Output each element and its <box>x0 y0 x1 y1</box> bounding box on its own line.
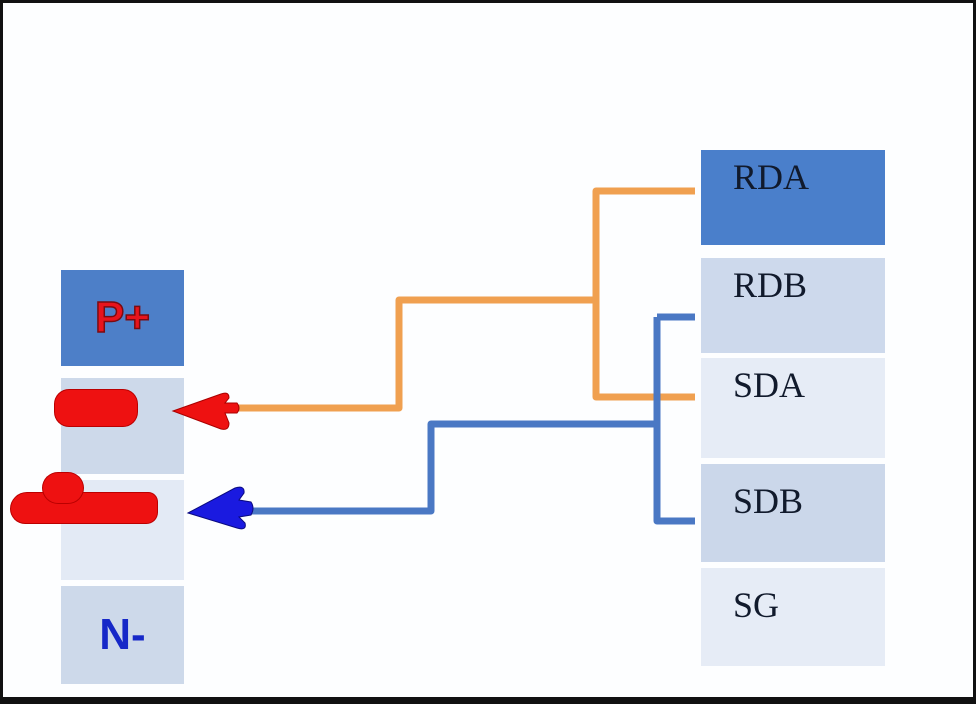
right-terminal-rdb: RDB <box>701 258 885 353</box>
redaction-mark-1 <box>55 390 137 426</box>
right-terminal-sda: SDA <box>701 358 885 458</box>
redaction-mark-2 <box>11 493 157 523</box>
redaction-mark-2b <box>43 473 83 503</box>
right-terminal-sg: SG <box>701 568 885 666</box>
right-terminal-rda: RDA <box>701 150 885 245</box>
orange-wire <box>236 187 695 412</box>
blue-arrow-icon <box>186 486 254 530</box>
sg-label: SG <box>733 585 780 625</box>
wiring-layer <box>171 187 695 530</box>
diagram-canvas: P+ N- RDA RDB SDA SDB SG <box>3 3 973 697</box>
right-terminal-sdb: SDB <box>701 464 885 562</box>
n-minus-label: N- <box>99 610 146 659</box>
rdb-label: RDB <box>733 265 808 305</box>
rda-label: RDA <box>733 157 810 197</box>
sdb-label: SDB <box>733 481 804 521</box>
left-terminal-n-minus: N- <box>61 586 184 684</box>
left-terminal-p-plus: P+ <box>61 270 184 366</box>
p-plus-label: P+ <box>94 292 151 343</box>
blue-wire <box>249 313 695 525</box>
sda-label: SDA <box>733 365 806 405</box>
red-arrow-icon <box>171 392 240 430</box>
